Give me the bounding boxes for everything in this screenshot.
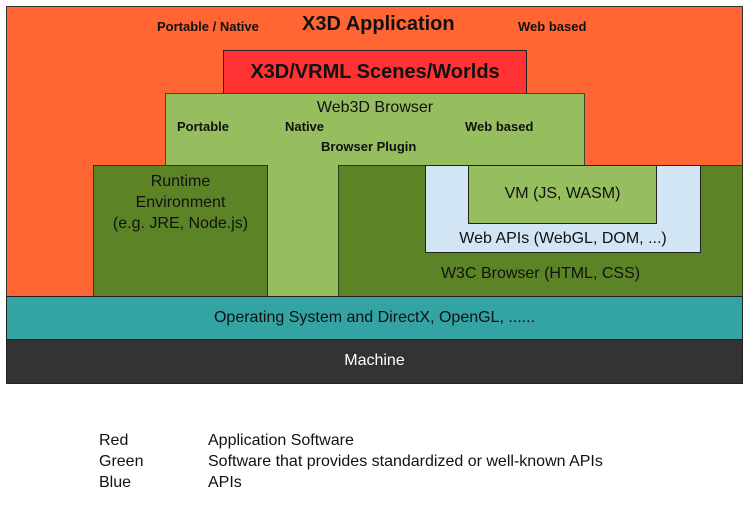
- runtime-label-1: Runtime: [150, 173, 211, 190]
- scenes-worlds-label: X3D/VRML Scenes/Worlds: [250, 61, 500, 83]
- native-label: Native: [285, 119, 325, 134]
- vm-layer: VM (JS, WASM): [468, 165, 657, 224]
- legend-key-blue: Blue: [99, 474, 132, 491]
- runtime-environment-layer: Runtime Environment (e.g. JRE, Node.js): [93, 165, 268, 297]
- web3d-browser-title: Web3D Browser: [316, 99, 434, 116]
- portable-native-label: Portable / Native: [157, 19, 259, 34]
- legend-key-red: Red: [99, 432, 129, 449]
- vm-label: VM (JS, WASM): [504, 185, 621, 202]
- runtime-label-2: Environment: [135, 194, 226, 211]
- os-label: Operating System and DirectX, OpenGL, ..…: [213, 309, 536, 326]
- web-based-label-inner: Web based: [465, 119, 534, 134]
- portable-label: Portable: [177, 119, 230, 134]
- browser-plugin-label: Browser Plugin: [321, 139, 417, 154]
- w3c-browser-label: W3C Browser (HTML, CSS): [440, 265, 641, 282]
- application-title: X3D Application: [302, 13, 455, 35]
- web-based-label: Web based: [518, 19, 587, 34]
- legend-desc-green: Software that provides standardized or w…: [208, 453, 603, 470]
- runtime-label-3: (e.g. JRE, Node.js): [112, 215, 249, 232]
- legend-desc-red: Application Software: [208, 432, 354, 449]
- legend-desc-blue: APIs: [208, 474, 242, 491]
- legend-key-green: Green: [99, 453, 144, 470]
- operating-system-layer: Operating System and DirectX, OpenGL, ..…: [6, 296, 743, 340]
- web-apis-label: Web APIs (WebGL, DOM, ...): [459, 230, 667, 247]
- machine-layer: Machine: [6, 339, 743, 384]
- machine-label: Machine: [344, 352, 405, 369]
- scenes-worlds-layer: X3D/VRML Scenes/Worlds: [223, 50, 527, 95]
